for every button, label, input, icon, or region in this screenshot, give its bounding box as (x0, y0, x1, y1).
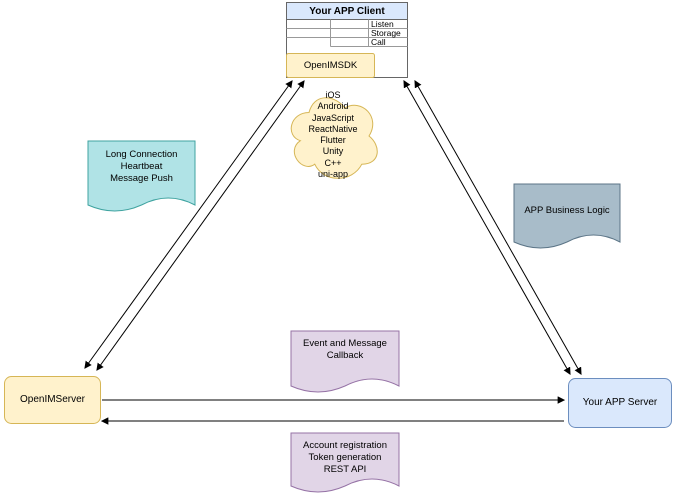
platform-cloud (290, 97, 378, 179)
client-grid (286, 19, 408, 47)
app-server-box (568, 378, 672, 428)
arrow-line (414, 80, 582, 375)
arrow-client-appserver (403, 80, 582, 375)
note-long-connection-shape (87, 140, 196, 212)
arrow-line (84, 80, 293, 369)
note-event-callback-shape (290, 330, 400, 393)
note-app-business-shape (513, 183, 621, 249)
sdk-box (286, 53, 375, 78)
client-header (286, 2, 408, 20)
openim-server-box (4, 376, 101, 424)
note-rest-api-shape (290, 432, 400, 493)
arrow-line (96, 80, 305, 371)
arrow-servers-horizontal (100, 396, 566, 425)
arrow-client-openimserver (84, 80, 305, 371)
